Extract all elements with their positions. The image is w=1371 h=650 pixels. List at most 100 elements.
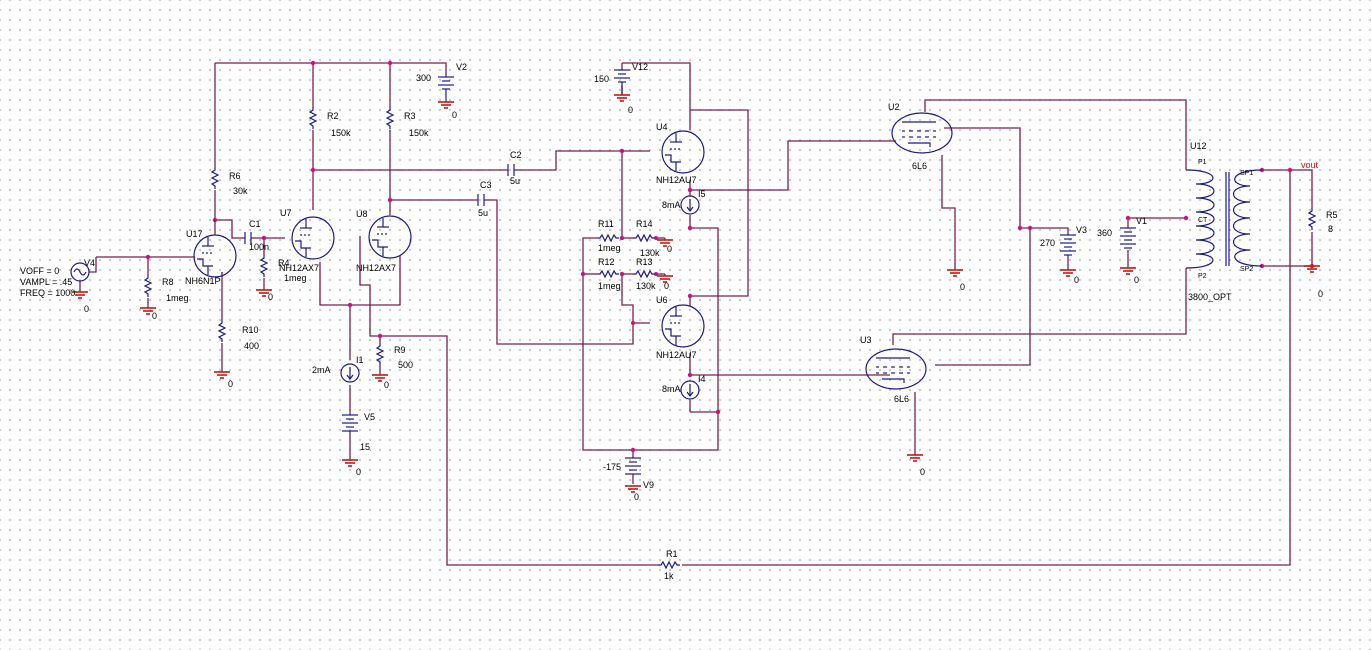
- svg-text:U4: U4: [656, 122, 668, 132]
- wires: [96, 62, 1313, 566]
- battery-v1[interactable]: [1120, 227, 1136, 249]
- svg-text:30k: 30k: [233, 186, 248, 196]
- svg-text:U2: U2: [888, 102, 900, 112]
- svg-text:NH12AX7: NH12AX7: [356, 263, 396, 273]
- svg-text:3800_OPT: 3800_OPT: [1188, 292, 1232, 302]
- svg-text:6L6: 6L6: [894, 394, 909, 404]
- svg-text:I5: I5: [698, 189, 706, 199]
- triode-u4[interactable]: [661, 130, 705, 174]
- battery-v12[interactable]: [613, 69, 631, 102]
- resistor-r6[interactable]: [211, 166, 219, 190]
- svg-text:0: 0: [920, 467, 925, 477]
- svg-text:V2: V2: [456, 62, 467, 72]
- svg-text:0: 0: [1134, 275, 1139, 285]
- svg-text:V1: V1: [1136, 216, 1147, 226]
- resistor-r11[interactable]: [596, 234, 620, 242]
- ground-symbol: [946, 269, 964, 277]
- resistor-r13[interactable]: [632, 270, 674, 283]
- svg-text:R14: R14: [636, 219, 653, 229]
- svg-text:VOFF = 0: VOFF = 0: [20, 266, 59, 276]
- svg-text:P1: P1: [1198, 159, 1207, 166]
- svg-text:R1: R1: [666, 549, 678, 559]
- capacitor-c1[interactable]: [244, 232, 252, 244]
- battery-v2[interactable]: [437, 72, 455, 109]
- svg-text:360: 360: [1097, 228, 1112, 238]
- svg-text:U7: U7: [280, 208, 292, 218]
- svg-text:0: 0: [960, 282, 965, 292]
- sine-source-v4[interactable]: [70, 257, 97, 299]
- triode-u8[interactable]: [368, 215, 412, 259]
- triode-u7[interactable]: [291, 216, 335, 260]
- svg-text:SP1: SP1: [1240, 170, 1253, 177]
- current-source-i4[interactable]: [680, 380, 700, 400]
- resistor-r8[interactable]: [139, 274, 157, 315]
- svg-text:vout: vout: [1301, 160, 1319, 170]
- svg-text:100n: 100n: [249, 242, 269, 252]
- capacitor-c3[interactable]: [477, 194, 485, 206]
- svg-text:I1: I1: [356, 355, 364, 365]
- svg-text:V3: V3: [1076, 225, 1087, 235]
- svg-text:U12: U12: [1190, 141, 1207, 151]
- capacitor-c2[interactable]: [507, 164, 515, 176]
- svg-text:1k: 1k: [664, 571, 674, 581]
- svg-text:NH12AU7: NH12AU7: [656, 175, 697, 185]
- svg-text:0: 0: [1074, 275, 1079, 285]
- svg-text:R5: R5: [1326, 210, 1338, 220]
- svg-text:0: 0: [152, 311, 157, 321]
- svg-text:SP2: SP2: [1240, 266, 1253, 273]
- resistor-r12[interactable]: [596, 270, 620, 278]
- svg-text:400: 400: [244, 341, 259, 351]
- svg-text:VAMPL = .45: VAMPL = .45: [20, 277, 72, 287]
- resistor-r4[interactable]: [255, 254, 273, 297]
- svg-text:R4: R4: [278, 258, 290, 268]
- svg-text:5u: 5u: [478, 208, 488, 218]
- battery-v9[interactable]: [624, 457, 642, 493]
- resistor-r9[interactable]: [371, 342, 389, 382]
- svg-text:1meg: 1meg: [284, 273, 307, 283]
- svg-text:R10: R10: [242, 325, 259, 335]
- triode-u17[interactable]: [193, 220, 237, 278]
- battery-v5[interactable]: [341, 414, 359, 467]
- svg-text:0: 0: [1318, 289, 1323, 299]
- svg-text:2mA: 2mA: [312, 365, 331, 375]
- current-source-i5[interactable]: [680, 195, 700, 215]
- svg-text:150k: 150k: [331, 128, 351, 138]
- svg-text:P2: P2: [1198, 273, 1207, 280]
- svg-text:FREQ = 1000: FREQ = 1000: [20, 288, 75, 298]
- svg-text:6L6: 6L6: [912, 161, 927, 171]
- svg-text:C2: C2: [510, 150, 522, 160]
- svg-text:U6: U6: [656, 295, 668, 305]
- svg-text:V5: V5: [364, 412, 375, 422]
- svg-text:V4: V4: [84, 258, 95, 268]
- svg-text:U17: U17: [186, 229, 203, 239]
- svg-text:R13: R13: [636, 257, 653, 267]
- svg-text:150k: 150k: [409, 128, 429, 138]
- resistor-r3[interactable]: [386, 106, 394, 130]
- resistor-r14[interactable]: [632, 234, 674, 247]
- resistor-r1[interactable]: [657, 561, 681, 569]
- svg-text:1meg: 1meg: [166, 293, 189, 303]
- pentode-u3[interactable]: [865, 348, 927, 390]
- ground-symbol: [1119, 267, 1137, 275]
- pentode-u2[interactable]: [891, 112, 953, 154]
- current-source-i1[interactable]: [340, 363, 360, 383]
- ground-symbol: [906, 454, 924, 462]
- svg-text:0: 0: [384, 380, 389, 390]
- output-transformer-u12[interactable]: [1185, 160, 1263, 278]
- svg-text:500: 500: [398, 360, 413, 370]
- svg-text:15: 15: [360, 442, 370, 452]
- svg-text:V12: V12: [632, 62, 648, 72]
- svg-text:300: 300: [416, 73, 431, 83]
- svg-text:0: 0: [268, 292, 273, 302]
- svg-text:C1: C1: [249, 219, 261, 229]
- junctions: [145, 60, 1315, 453]
- svg-text:0: 0: [84, 304, 89, 314]
- resistor-r2[interactable]: [309, 106, 317, 130]
- battery-v3[interactable]: [1060, 234, 1076, 256]
- svg-text:0: 0: [628, 105, 633, 115]
- svg-text:1meg: 1meg: [598, 281, 621, 291]
- svg-text:CT: CT: [1198, 217, 1208, 224]
- triode-u6[interactable]: [661, 304, 705, 348]
